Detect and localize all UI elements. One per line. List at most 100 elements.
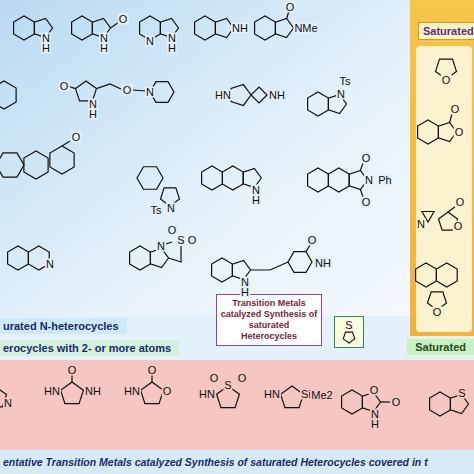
ring-outline <box>141 382 164 404</box>
ring-outline <box>436 263 457 287</box>
node-text: erocycles with 2- or more atoms <box>3 342 171 354</box>
bond-line <box>381 401 391 402</box>
atom-label: Ph <box>377 175 392 186</box>
atom-label: NH <box>314 258 332 269</box>
ring-outline <box>14 16 35 40</box>
atom-label: H <box>99 43 109 54</box>
atom-label: O <box>361 153 372 164</box>
atom-label: O <box>162 386 173 397</box>
atom-label: N <box>166 203 176 214</box>
ring-outline <box>288 252 312 273</box>
bond-line <box>169 246 182 262</box>
atom-label: S <box>457 388 466 399</box>
node-text: Saturated <box>415 341 466 353</box>
atom-label: HN <box>263 389 281 400</box>
atom-label: O <box>453 221 464 232</box>
ring-outline <box>418 120 439 144</box>
atom-label: N <box>3 398 13 409</box>
category-band: erocycles with 2- or more atoms <box>0 340 179 356</box>
ring-outline <box>251 87 267 103</box>
atom-label: NH <box>268 90 286 101</box>
bond-line <box>251 262 289 270</box>
node-text: urated N-heterocycles <box>3 320 119 332</box>
atom-label: N <box>416 219 426 230</box>
bond-line <box>360 163 363 171</box>
bond-line <box>151 375 152 382</box>
ring-outline <box>343 332 354 343</box>
atom-label: O <box>59 81 70 92</box>
pink-band <box>0 360 474 450</box>
ring-outline <box>50 146 74 174</box>
atom-label: O <box>118 14 129 25</box>
ring-outline <box>24 151 48 179</box>
atom-label: O <box>441 75 452 86</box>
ring-outline <box>222 166 243 190</box>
atom-label: O <box>369 385 380 396</box>
atom-label: N <box>145 87 155 98</box>
node-text: Transition Metals catalyzed Synthesis of… <box>220 298 318 342</box>
bond-line <box>166 242 172 244</box>
atom-label: O <box>71 132 82 143</box>
atom-label: NMe <box>293 23 318 34</box>
ring-outline <box>340 331 358 345</box>
category-band: urated N-heterocycles <box>0 318 127 334</box>
atom-label: HN <box>198 389 216 400</box>
atom-label: O <box>450 104 461 115</box>
ring-outline <box>212 258 233 282</box>
bond-line <box>306 245 310 252</box>
atom-label: O <box>391 397 402 408</box>
heading-box: Saturated <box>418 22 474 40</box>
category-band: Saturated <box>407 339 474 355</box>
ring-outline <box>130 246 151 270</box>
ring-outline <box>72 16 93 40</box>
atom-label: O <box>209 373 220 384</box>
atom-label: H <box>41 43 51 54</box>
atom-label: HN <box>123 386 141 397</box>
bottom-strip <box>0 450 474 474</box>
ring-outline <box>0 153 24 177</box>
ring-outline <box>308 168 329 192</box>
atom-label: H <box>88 109 98 120</box>
ring-outline <box>416 263 437 287</box>
atom-label: O <box>167 225 178 236</box>
ring-outline <box>328 168 349 192</box>
node-text: entative Transition Metals catalyzed Syn… <box>3 456 471 468</box>
atom-label: HN <box>214 90 232 101</box>
ring-outline <box>342 390 363 414</box>
atom-label: O <box>147 365 158 376</box>
bond-line <box>450 114 452 123</box>
ring-outline <box>255 16 276 40</box>
ring-outline <box>195 16 216 40</box>
atom-label: O <box>122 85 133 96</box>
right-panel-inner <box>416 46 472 332</box>
ring-outline <box>308 92 329 116</box>
atom-label: N <box>364 175 374 186</box>
atom-label: H <box>240 287 250 298</box>
atom-label: NH <box>231 23 249 34</box>
atom-label: S <box>223 380 232 391</box>
atom-label: O <box>432 307 443 318</box>
atom-label: S <box>176 235 185 246</box>
atom-label: O <box>237 373 248 384</box>
bond-line <box>69 87 76 89</box>
atom-label: O <box>67 365 78 376</box>
atom-label: N <box>156 241 166 252</box>
atom-label: O <box>455 197 466 208</box>
ring-outline <box>430 392 451 416</box>
node-text: Saturated <box>423 25 474 37</box>
ring-outline <box>137 167 163 190</box>
atom-label: Ts <box>150 205 163 216</box>
atom-label: NH <box>84 386 102 397</box>
ring-outline <box>202 166 223 190</box>
atom-label: Ts <box>339 76 352 87</box>
central-box: Transition Metals catalyzed Synthesis of… <box>216 294 322 346</box>
ring-outline <box>61 382 84 404</box>
atom-label: O <box>361 197 372 208</box>
bond-line <box>71 375 72 382</box>
ring-outline <box>0 81 16 109</box>
ring-outline <box>231 85 251 106</box>
atom-label: N <box>336 89 346 100</box>
bond-line <box>97 84 122 89</box>
bond-line <box>62 141 70 146</box>
